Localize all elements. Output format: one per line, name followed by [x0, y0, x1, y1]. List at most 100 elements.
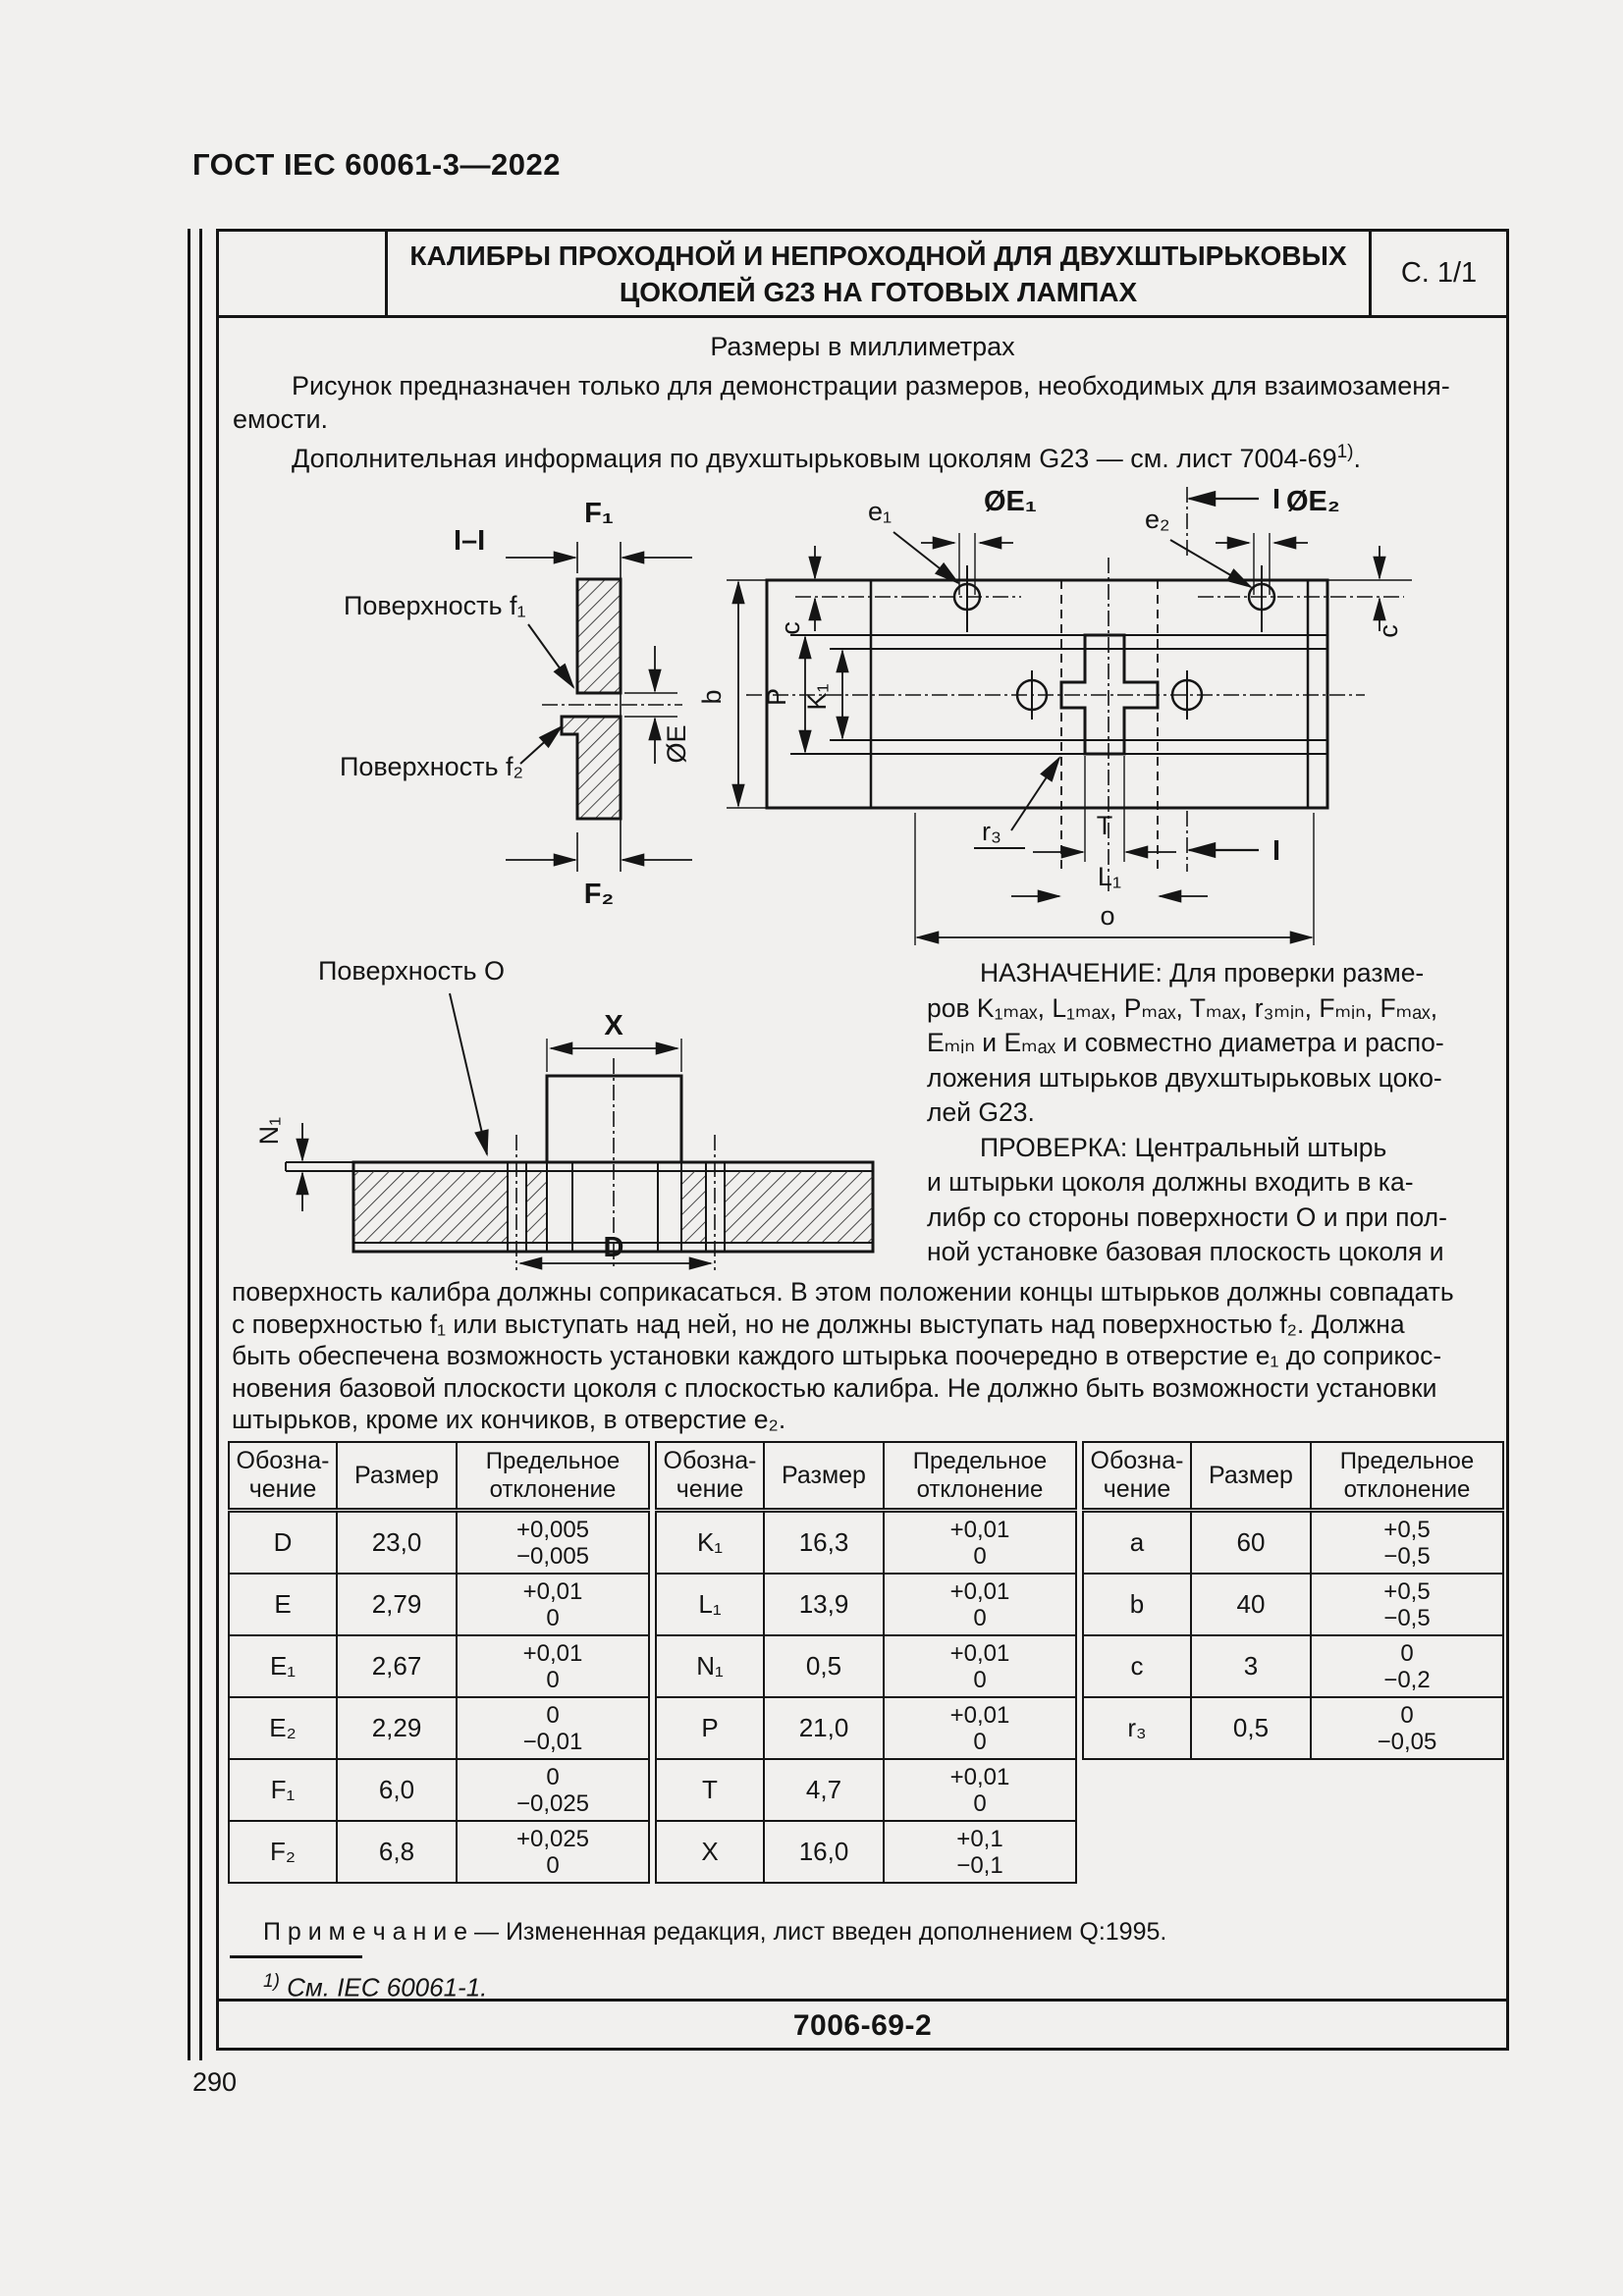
o-dim-label: o — [1100, 901, 1114, 931]
standard-designation: ГОСТ IEC 60061-3—2022 — [192, 147, 561, 182]
diameter-e2-label: ØE₂ — [1286, 486, 1340, 517]
dim-symbol: E₁ — [228, 1634, 338, 1698]
col-header-tolerance: Предельное отклонение — [1310, 1441, 1504, 1513]
dim-symbol: K₁ — [655, 1509, 765, 1575]
col-header-size: Размер — [1190, 1441, 1312, 1513]
dim-size: 6,8 — [336, 1820, 458, 1884]
l1-dim-label: L₁ — [1098, 862, 1121, 891]
footnote-reference: 1) — [1336, 442, 1354, 462]
check-continuation-paragraph: поверхность калибра должны соприкасаться… — [232, 1277, 1454, 1434]
col-header-designation: Обозна- чение — [655, 1441, 765, 1513]
dimension-tables: Обозна- чение Размер Предельное отклонен… — [228, 1441, 1504, 1884]
dim-size: 2,67 — [336, 1634, 458, 1698]
note-label: П р и м е ч а н и е — [263, 1918, 468, 1946]
dim-size: 23,0 — [336, 1509, 458, 1575]
page-number: 290 — [192, 2067, 238, 2097]
surface-o-label: Поверхность О — [318, 956, 505, 986]
title-block-empty-cell — [219, 232, 388, 315]
dim-symbol: D — [228, 1509, 338, 1575]
dim-symbol: b — [1082, 1573, 1192, 1636]
intro-paragraph-2-end: . — [1353, 444, 1362, 473]
sheet-title: КАЛИБРЫ ПРОХОДНОЙ И НЕПРОХОДНОЙ ДЛЯ ДВУХ… — [388, 232, 1369, 315]
d-dim-label: D — [604, 1232, 624, 1263]
col-header-size: Размер — [336, 1441, 458, 1513]
dim-symbol: E₂ — [228, 1696, 338, 1760]
dim-tolerance: 0−0,2 — [1310, 1634, 1504, 1698]
dim-symbol: X — [655, 1820, 765, 1884]
dim-symbol: r₃ — [1082, 1696, 1192, 1760]
dim-tolerance: 0−0,05 — [1310, 1696, 1504, 1760]
dim-size: 16,0 — [763, 1820, 885, 1884]
gauge-body-upper — [575, 577, 622, 695]
col-header-tolerance: Предельное отклонение — [456, 1441, 650, 1513]
c-left-label: c — [776, 621, 805, 635]
section-i-top-label: I — [1272, 484, 1280, 515]
dimension-table-group-3: Обозна- чение Размер Предельное отклонен… — [1082, 1441, 1504, 1760]
dim-tolerance: 0−0,025 — [456, 1758, 650, 1822]
section-i-bottom-label: I — [1272, 835, 1280, 867]
center-boss — [545, 1074, 683, 1164]
sheet-number-box: 7006-69-2 — [219, 1999, 1506, 2051]
footnote: 1) См. IEC 60061-1. — [263, 1971, 487, 2003]
dim-size: 21,0 — [763, 1696, 885, 1760]
dim-size: 3 — [1190, 1634, 1312, 1698]
dim-size: 40 — [1190, 1573, 1312, 1636]
units-note: Размеры в миллиметрах — [710, 332, 1015, 361]
dim-symbol: F₂ — [228, 1820, 338, 1884]
dim-tolerance: +0,5−0,5 — [1310, 1509, 1504, 1575]
p-dim-label: P — [762, 688, 791, 706]
purpose-check-text: НАЗНАЧЕНИЕ: Для проверки разме- ров K₁ₘₐ… — [927, 956, 1502, 1270]
k1-dim-label: K₁ — [802, 683, 832, 710]
gauge-body-lower — [560, 715, 622, 821]
f2-dim-label: F₂ — [584, 879, 615, 910]
plan-view-drawing: e₁ ØE₁ e₂ ØE₂ c — [697, 484, 1412, 945]
e1-label: e₁ — [868, 497, 892, 526]
gauge-plan-outline — [765, 578, 1329, 810]
surface-f1-label: Поверхность f₁ — [344, 591, 526, 620]
dim-symbol: c — [1082, 1634, 1192, 1698]
dim-tolerance: +0,1−0,1 — [883, 1820, 1077, 1884]
left-rule-inner — [199, 229, 202, 2060]
col-header-designation: Обозна- чение — [1082, 1441, 1192, 1513]
section-view-drawing: I–I F₁ ØE Поверхность f₁ Поверхность f₂ — [340, 498, 692, 910]
dim-size: 0,5 — [763, 1634, 885, 1698]
e2-label: e₂ — [1145, 505, 1170, 534]
dim-size: 60 — [1190, 1509, 1312, 1575]
col-header-size: Размер — [763, 1441, 885, 1513]
dimension-table-group-2: Обозна- чение Размер Предельное отклонен… — [655, 1441, 1077, 1884]
footnote-rule — [230, 1955, 362, 1958]
t-dim-label: T — [1097, 811, 1113, 840]
c-right-label: c — [1374, 624, 1403, 638]
dim-size: 0,5 — [1190, 1696, 1312, 1760]
dim-symbol: T — [655, 1758, 765, 1822]
sheet-number: 7006-69-2 — [792, 2009, 933, 2042]
intro-paragraph-2-text: Дополнительная информация по двухштырько… — [292, 444, 1337, 473]
center-pin-slot — [1059, 633, 1160, 756]
dim-size: 4,7 — [763, 1758, 885, 1822]
diameter-e-label: ØE — [662, 724, 691, 763]
dim-size: 2,29 — [336, 1696, 458, 1760]
dim-size: 13,9 — [763, 1573, 885, 1636]
sheet-title-line2: ЦОКОЛЕЙ G23 НА ГОТОВЫХ ЛАМПАХ — [619, 276, 1138, 307]
sheet-frame: КАЛИБРЫ ПРОХОДНОЙ И НЕПРОХОДНОЙ ДЛЯ ДВУХ… — [216, 229, 1509, 2051]
col-header-tolerance: Предельное отклонение — [883, 1441, 1077, 1513]
x-dim-label: X — [604, 1010, 623, 1041]
dimension-table-group-1: Обозна- чение Размер Предельное отклонен… — [228, 1441, 650, 1884]
footnote-marker: 1) — [263, 1971, 280, 1992]
